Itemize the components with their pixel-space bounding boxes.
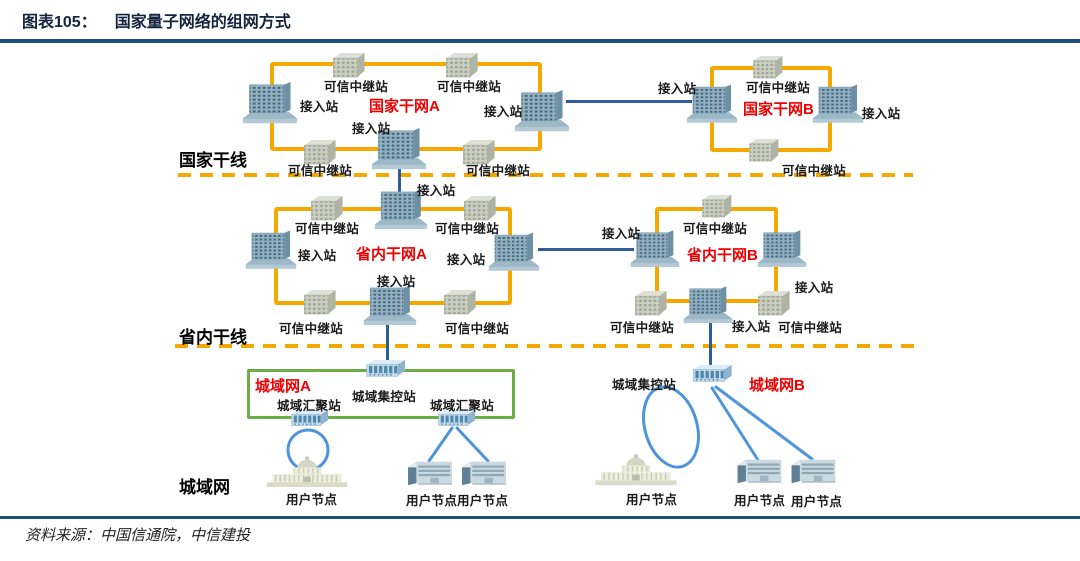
metro-b-user-link-line [714, 385, 814, 461]
user-node-label: 用户节点 [406, 494, 458, 508]
access-station-building-icon [242, 82, 298, 124]
national-a-b-link-line [566, 100, 692, 103]
national-section-separator [178, 173, 913, 177]
relay-station-label: 可信中继站 [466, 164, 531, 178]
provincial-network-b-name: 省内干网B [687, 247, 758, 264]
footer-divider [0, 516, 1080, 519]
relay-station-label: 可信中继站 [279, 322, 344, 336]
figure-number: 图表105： [22, 14, 97, 31]
relay-station-icon [756, 290, 792, 316]
relay-station-label: 可信中继站 [437, 80, 502, 94]
access-station-label: 接入站 [732, 320, 771, 334]
header-divider [0, 39, 1080, 43]
relay-station-label: 可信中继站 [610, 321, 675, 335]
metro-b-user-link-line [710, 386, 760, 462]
relay-station-label: 可信中继站 [288, 164, 353, 178]
national-network-a-name: 国家干网A [369, 98, 440, 115]
user-node-government-building-icon [592, 453, 680, 487]
user-node-office-building-icon [789, 457, 837, 485]
metro-control-switch-icon [690, 364, 733, 386]
figure-title: 图表105： 国家量子网络的组网方式 [22, 8, 291, 32]
relay-station-icon [444, 52, 480, 78]
relay-station-label: 可信中继站 [778, 321, 843, 335]
relay-station-label: 可信中继站 [435, 222, 500, 236]
relay-station-label: 可信中继站 [782, 164, 847, 178]
access-station-building-icon [683, 286, 733, 324]
user-node-label: 用户节点 [734, 494, 786, 508]
user-node-label: 用户节点 [791, 495, 843, 509]
metro-a-user-link-line [427, 426, 454, 463]
access-station-building-icon [757, 230, 807, 268]
metro-control-switch-icon [364, 359, 406, 381]
provincial-section-separator [175, 344, 915, 348]
national-to-provincial-link-line [398, 167, 401, 194]
figure-title-text: 国家量子网络的组网方式 [114, 14, 291, 31]
user-node-label: 用户节点 [626, 493, 678, 507]
section-label-national: 国家干线 [179, 151, 247, 170]
section-label-provincial: 省内干线 [179, 328, 247, 347]
access-station-building-icon [245, 230, 297, 270]
provincial-network-a-name: 省内干网A [356, 246, 427, 263]
access-station-label: 接入站 [352, 122, 391, 136]
access-station-label: 接入站 [602, 227, 641, 241]
provincial-a-b-link-line [538, 248, 634, 251]
relay-station-label: 可信中继站 [295, 222, 360, 236]
access-station-building-icon [488, 232, 540, 272]
metro-control-station-label: 城域集控站 [612, 378, 677, 392]
access-station-label: 接入站 [298, 249, 337, 263]
access-station-label: 接入站 [377, 275, 416, 289]
metro-a-user-link-line [455, 426, 490, 463]
user-node-office-building-icon [460, 459, 507, 487]
user-node-government-building-icon [264, 455, 350, 489]
access-station-label: 接入站 [417, 184, 456, 198]
metro-control-station-label: 城域集控站 [352, 390, 417, 404]
metro-aggregation-station-label: 城域汇聚站 [277, 399, 342, 413]
access-station-label: 接入站 [300, 100, 339, 114]
access-station-building-icon [363, 285, 417, 326]
access-station-label: 接入站 [447, 253, 486, 267]
access-station-label: 接入站 [862, 107, 901, 121]
user-node-label: 用户节点 [457, 494, 509, 508]
relay-station-icon [633, 290, 669, 316]
relay-station-icon [302, 289, 338, 315]
user-node-office-building-icon [406, 459, 453, 487]
metro-network-b-name: 城域网B [749, 377, 805, 394]
access-station-building-icon [812, 84, 864, 124]
relay-station-icon [442, 289, 478, 315]
user-node-label: 用户节点 [286, 493, 338, 507]
national-network-b-name: 国家干网B [743, 101, 814, 118]
provincial-to-metro-b-link-line [709, 318, 712, 366]
relay-station-icon [747, 138, 781, 162]
metro-network-a-name: 城域网A [255, 378, 311, 395]
relay-station-label: 可信中继站 [746, 81, 811, 95]
relay-station-icon [751, 55, 785, 79]
provincial-to-metro-a-link-line [386, 322, 389, 364]
user-node-office-building-icon [735, 457, 783, 485]
relay-station-icon [331, 52, 367, 78]
relay-station-label: 可信中继站 [324, 80, 389, 94]
relay-station-label: 可信中继站 [445, 322, 510, 336]
access-station-label: 接入站 [658, 82, 697, 96]
source-note: 资料来源：中国信通院，中信建投 [25, 528, 251, 544]
metro-aggregation-station-label: 城域汇聚站 [430, 399, 495, 413]
access-station-label: 接入站 [795, 281, 834, 295]
access-station-label: 接入站 [484, 105, 523, 119]
section-label-metro: 城域网 [179, 478, 230, 497]
relay-station-label: 可信中继站 [683, 222, 748, 236]
relay-station-icon [700, 194, 734, 218]
